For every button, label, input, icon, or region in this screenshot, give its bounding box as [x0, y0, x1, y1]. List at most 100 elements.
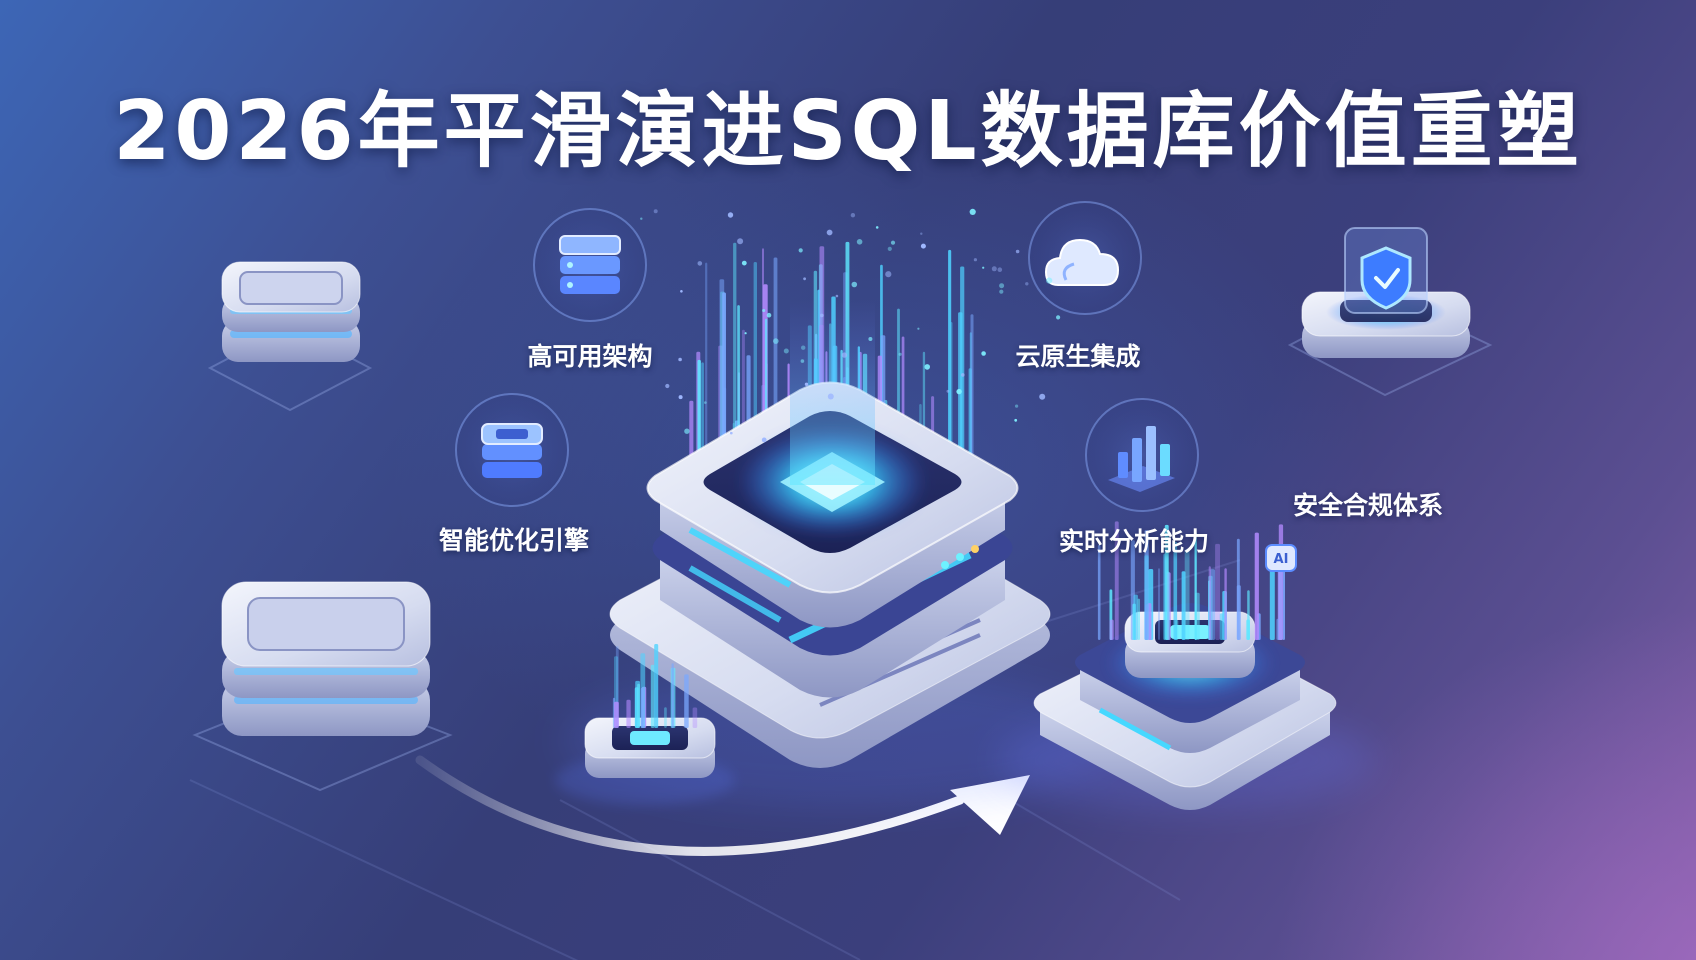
data-beam	[1173, 541, 1178, 640]
data-beam	[1145, 604, 1148, 640]
particle	[961, 373, 965, 377]
particle	[704, 401, 707, 404]
particle	[1039, 393, 1046, 400]
particle	[999, 289, 1004, 294]
data-beam	[1236, 538, 1240, 640]
particle	[773, 338, 779, 344]
particle	[741, 260, 747, 266]
bar-chart-icon	[1108, 426, 1175, 492]
feature-circle-realtime-analytics	[1085, 398, 1199, 512]
particle	[653, 209, 658, 214]
data-beam	[650, 664, 655, 728]
data-beam	[1246, 619, 1250, 640]
particle	[981, 351, 986, 356]
feature-label-optimization-engine: 智能优化引擎	[438, 526, 590, 555]
particle	[684, 428, 690, 434]
data-beam	[697, 359, 701, 470]
particle	[1025, 282, 1029, 286]
feature-circle-high-availability	[533, 208, 647, 322]
particle	[804, 382, 809, 386]
data-beam	[948, 249, 952, 470]
particle	[730, 431, 733, 435]
modern-ai-server: AI	[995, 521, 1375, 810]
feature-label-cloud-native: 云原生集成	[1015, 342, 1141, 371]
server-stack-icon	[559, 235, 621, 294]
particle	[956, 388, 962, 395]
particle	[827, 393, 834, 400]
particle	[969, 208, 976, 215]
particle	[868, 337, 873, 341]
data-beam	[733, 242, 737, 470]
particle	[887, 246, 892, 251]
feature-label-high-availability: 高可用架构	[527, 342, 653, 371]
particle	[640, 217, 643, 220]
data-beam	[1194, 532, 1197, 640]
data-beam	[1097, 544, 1101, 640]
data-beam	[1133, 594, 1138, 640]
particle	[762, 309, 766, 312]
data-beam	[637, 683, 640, 728]
security-server	[1287, 227, 1493, 397]
shield-icon	[1360, 246, 1412, 310]
particle	[1014, 418, 1018, 422]
particle	[920, 232, 923, 235]
data-beam	[1166, 571, 1170, 640]
particle	[744, 332, 747, 335]
particle	[783, 348, 789, 354]
data-beam	[1109, 619, 1114, 640]
data-beam	[1181, 571, 1186, 640]
particle	[920, 243, 926, 249]
particle	[801, 345, 806, 350]
floating-particles	[640, 208, 1061, 443]
particle	[678, 357, 682, 362]
particle	[946, 389, 950, 393]
particle	[697, 261, 703, 266]
particle	[761, 437, 767, 443]
particle	[841, 352, 848, 358]
data-beam	[664, 707, 667, 728]
particle	[885, 271, 892, 278]
feature-label-security-compliance: 安全合规体系	[1292, 491, 1444, 520]
data-beam	[671, 663, 674, 728]
data-beam	[1208, 566, 1211, 640]
data-beam	[626, 699, 631, 728]
data-beam	[1278, 524, 1284, 640]
data-beam	[1210, 569, 1216, 640]
particle	[835, 294, 839, 298]
particle	[1015, 404, 1019, 408]
cloud-icon	[1044, 238, 1120, 286]
particle	[997, 267, 1003, 273]
particle	[851, 281, 858, 288]
central-sql-server	[560, 300, 1120, 810]
data-beam	[701, 362, 704, 470]
data-beam	[654, 644, 659, 728]
ai-badge: AI	[1265, 544, 1297, 572]
layered-database-icon	[481, 423, 543, 478]
particle	[826, 229, 833, 236]
particle	[665, 383, 670, 389]
data-beam	[1158, 568, 1160, 640]
data-beam	[1224, 568, 1227, 640]
data-beam	[1194, 592, 1200, 640]
small-chip-server	[555, 644, 735, 805]
feature-label-realtime-analytics: 实时分析能力	[1058, 527, 1210, 556]
particle	[1056, 315, 1061, 320]
data-beam	[1163, 553, 1166, 640]
particle	[1046, 277, 1053, 284]
particle	[800, 359, 805, 363]
particle	[898, 352, 902, 356]
data-beam	[614, 701, 619, 728]
particle	[856, 239, 863, 245]
particle	[737, 238, 744, 245]
data-beam	[1254, 532, 1259, 640]
particle	[727, 212, 734, 218]
data-beam	[722, 292, 726, 470]
particle	[766, 312, 772, 318]
feature-circle-cloud-native	[1028, 201, 1142, 315]
particle	[798, 248, 803, 253]
particle	[973, 258, 978, 262]
data-beam	[1137, 598, 1140, 640]
particle	[890, 240, 896, 245]
particle	[680, 290, 683, 293]
